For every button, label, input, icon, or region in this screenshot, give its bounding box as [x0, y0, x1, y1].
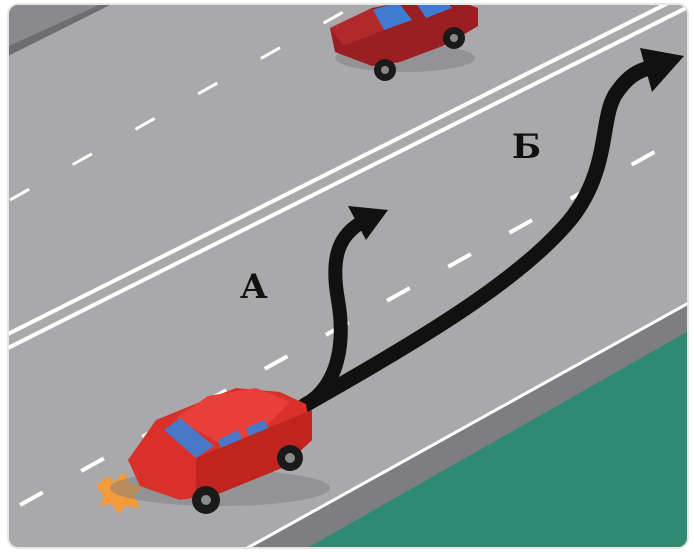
route-a-path [298, 215, 369, 412]
red-car-icon [110, 388, 330, 514]
grass-area [300, 328, 688, 548]
route-b-path [297, 60, 658, 413]
route-a-label: А [240, 267, 268, 307]
lane-dashes-upper [9, 4, 401, 202]
route-a-arrowhead [348, 206, 388, 240]
route-b-label: Б [512, 127, 542, 167]
road-edge-line [239, 298, 688, 548]
dark-red-car-icon [330, 4, 478, 81]
center-line-1 [8, 4, 688, 340]
center-line-2 [8, 4, 688, 354]
route-b-arrowhead [640, 48, 684, 92]
